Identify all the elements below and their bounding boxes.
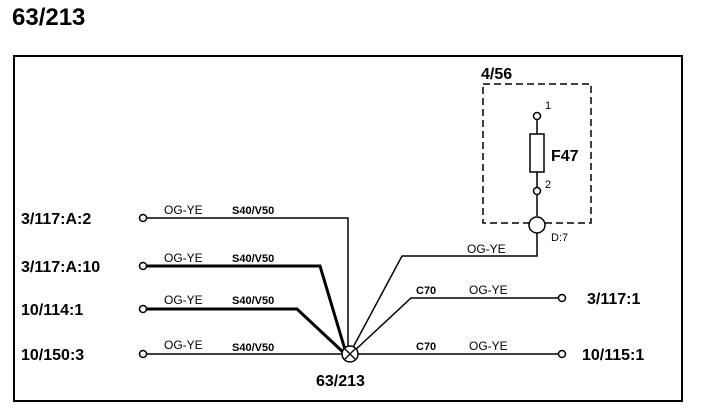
connector-d7-label: D:7 bbox=[551, 232, 568, 244]
component-label: 4/56 bbox=[481, 66, 512, 83]
wire-left-1 bbox=[146, 217, 349, 353]
wire-left-1-color: OG-YE bbox=[164, 203, 203, 217]
connector-left-2: 3/117:A:10 bbox=[21, 259, 100, 276]
pin-left-3 bbox=[138, 304, 148, 314]
fuse-pin-1-label: 1 bbox=[545, 100, 551, 112]
connector-right-1: 3/117:1 bbox=[587, 291, 640, 308]
pin-left-4 bbox=[138, 349, 148, 359]
wire-left-4-code: S40/V50 bbox=[232, 342, 274, 354]
wire-right-1-color: OG-YE bbox=[469, 283, 508, 297]
splice-label: 63/213 bbox=[316, 373, 365, 390]
fuse-pin-2 bbox=[532, 186, 542, 196]
wire-left-3-color: OG-YE bbox=[164, 293, 203, 307]
diagram-title: 63/213 bbox=[12, 4, 86, 31]
wire-left-2-code: S40/V50 bbox=[232, 253, 274, 265]
wire-right-2-code: C70 bbox=[416, 341, 436, 353]
pin-left-1 bbox=[138, 213, 148, 223]
wire-right-2-color: OG-YE bbox=[469, 339, 508, 353]
wire-left-3-code: S40/V50 bbox=[232, 295, 274, 307]
wire-left-2 bbox=[146, 264, 348, 354]
fuse-label: F47 bbox=[551, 148, 579, 165]
wire-left-2-color: OG-YE bbox=[164, 251, 203, 265]
connector-d7 bbox=[528, 216, 546, 234]
wire-fuse-color: OG-YE bbox=[467, 242, 506, 256]
wire-right-1-code: C70 bbox=[416, 285, 436, 297]
pin-left-2 bbox=[138, 261, 148, 271]
connector-left-1: 3/117:A:2 bbox=[21, 211, 91, 228]
wire-right-1 bbox=[351, 297, 558, 354]
wire-left-3 bbox=[146, 307, 346, 355]
diagram-frame bbox=[13, 55, 683, 402]
splice-cross-b bbox=[344, 348, 356, 360]
connector-right-2: 10/115:1 bbox=[582, 347, 644, 364]
wire-fuse bbox=[349, 233, 538, 354]
connector-left-3: 10/114:1 bbox=[21, 302, 83, 319]
pin-right-1 bbox=[557, 293, 567, 303]
fuse-pin-1 bbox=[532, 111, 542, 121]
fuse-symbol bbox=[529, 133, 545, 173]
wire-left-1-code: S40/V50 bbox=[232, 205, 274, 217]
wire-left-4-color: OG-YE bbox=[164, 338, 203, 352]
fuse-pin-2-label: 2 bbox=[545, 179, 551, 191]
connector-left-4: 10/150:3 bbox=[21, 347, 84, 364]
pin-right-2 bbox=[557, 349, 567, 359]
